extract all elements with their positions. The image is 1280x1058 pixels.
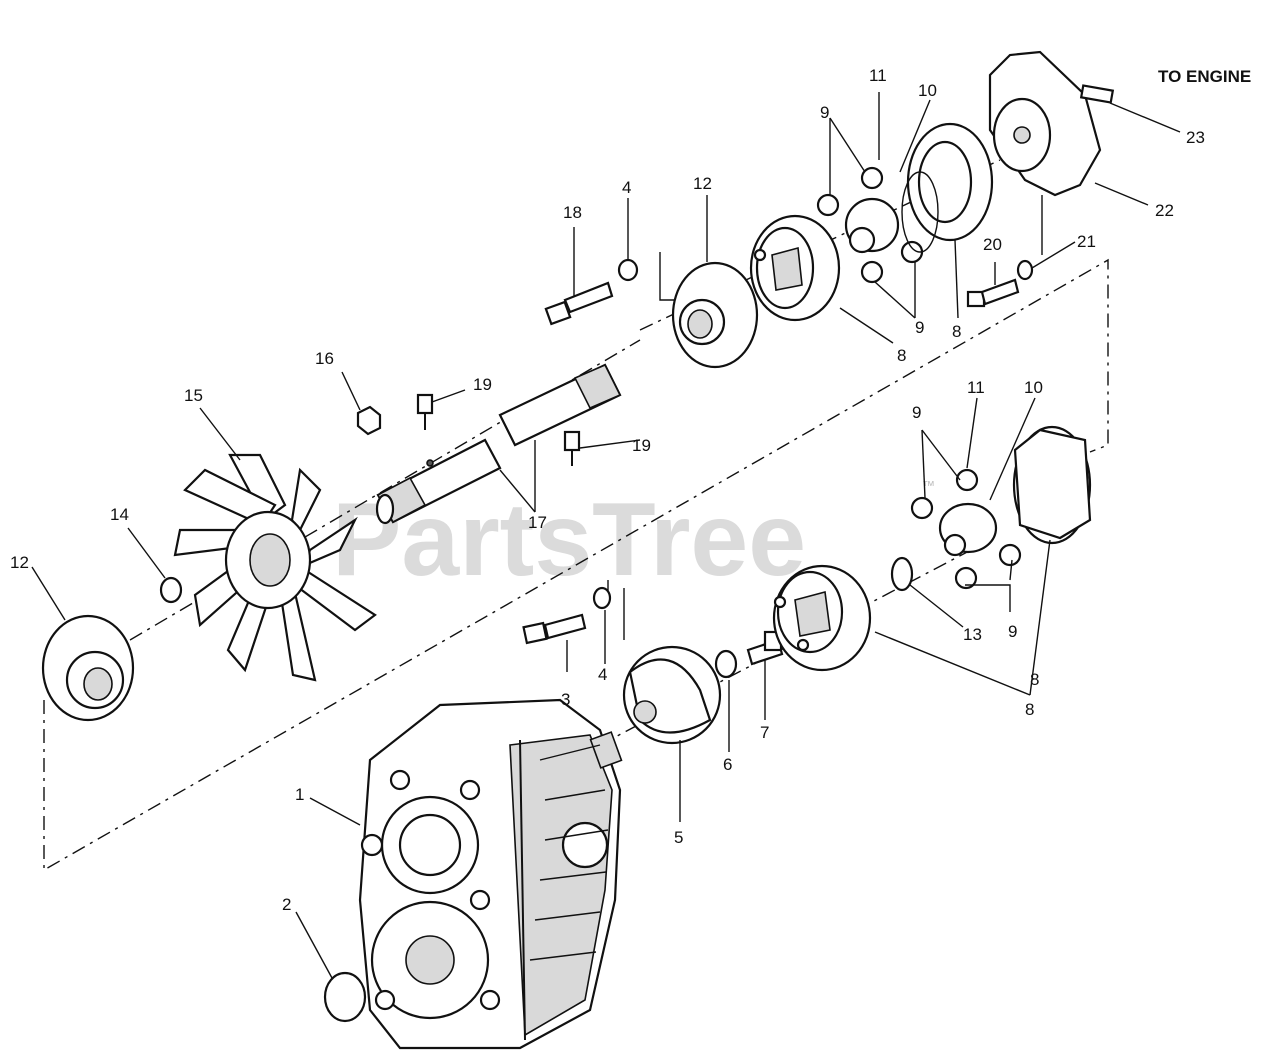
- washer-4-lower: [592, 586, 612, 610]
- washer-14: [159, 576, 183, 604]
- nut-16: [356, 405, 382, 436]
- callout-9-c: 9: [912, 403, 921, 422]
- callout-19-b: 19: [632, 436, 651, 455]
- fan-15: [173, 453, 377, 682]
- callout-9-d: 9: [1008, 622, 1017, 641]
- drive-coupling-lower: [910, 425, 1092, 590]
- hydrostatic-transmission: [358, 698, 623, 1050]
- callout-8-lower-b: 8: [1030, 670, 1039, 689]
- coupling-disc-8-upper: [749, 214, 841, 322]
- engine-adapter-22: [988, 50, 1102, 197]
- to-engine-label: TO ENGINE: [1158, 67, 1251, 86]
- washer-6: [714, 649, 738, 679]
- flange-12-lower: [41, 614, 135, 722]
- flange-12-upper: [671, 261, 759, 369]
- callout-21: 21: [1077, 232, 1096, 251]
- callout-4-lower: 4: [598, 665, 607, 684]
- callout-10-a: 10: [918, 81, 937, 100]
- callout-22: 22: [1155, 201, 1174, 220]
- washer-21: [1016, 259, 1034, 281]
- leader-lines: [31, 92, 1181, 979]
- hub-5: [622, 645, 722, 745]
- snap-ring-13: [890, 556, 914, 592]
- callout-17: 17: [528, 513, 547, 532]
- callout-labels: 1 2 3 4 4 5 6 7 8 8 8 8 9 9 9 9 10 10 11…: [10, 66, 1205, 914]
- callout-9-a: 9: [820, 103, 829, 122]
- callout-1: 1: [295, 785, 304, 804]
- callout-15: 15: [184, 386, 203, 405]
- drive-shaft-17: [375, 363, 622, 525]
- callout-11-b: 11: [967, 378, 985, 397]
- callout-23: 23: [1186, 128, 1205, 147]
- coupling-disc-8-lower: [772, 564, 872, 672]
- grease-fitting-19-b: [563, 430, 581, 466]
- bolt-18: [544, 281, 614, 326]
- callout-6: 6: [723, 755, 732, 774]
- callout-7: 7: [760, 723, 769, 742]
- callout-3: 3: [561, 690, 570, 709]
- bolt-20: [966, 278, 1020, 308]
- callout-5: 5: [674, 828, 683, 847]
- callout-19-a: 19: [473, 375, 492, 394]
- callout-13: 13: [963, 625, 982, 644]
- grease-fitting-19-a: [416, 393, 434, 430]
- callout-2: 2: [282, 895, 291, 914]
- pin-23: [1079, 84, 1115, 104]
- drive-coupling-upper: [816, 122, 994, 284]
- callout-4-upper: 4: [622, 178, 631, 197]
- callout-18: 18: [563, 203, 582, 222]
- o-ring: [323, 971, 367, 1023]
- callout-20: 20: [983, 235, 1002, 254]
- callout-12-lower: 12: [10, 553, 29, 572]
- callout-10-b: 10: [1024, 378, 1043, 397]
- washer-4-upper: [617, 258, 639, 282]
- callout-8-upper-a: 8: [897, 346, 906, 365]
- callout-8-upper-b: 8: [952, 322, 961, 341]
- callout-8-lower: 8: [1025, 700, 1034, 719]
- callout-9-b: 9: [915, 318, 924, 337]
- callout-16: 16: [315, 349, 334, 368]
- bolt-3: [522, 613, 587, 645]
- callout-12-upper: 12: [693, 174, 712, 193]
- callout-11-a: 11: [869, 66, 887, 85]
- callout-14: 14: [110, 505, 129, 524]
